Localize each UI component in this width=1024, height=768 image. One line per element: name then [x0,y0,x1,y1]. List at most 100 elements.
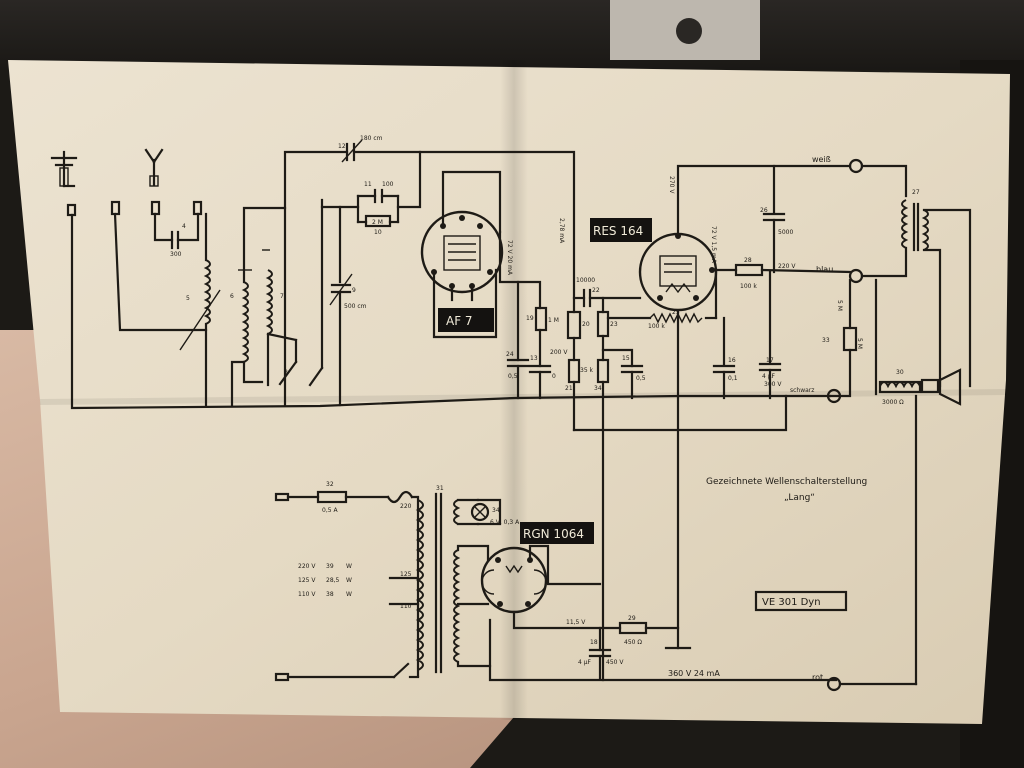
res164-tube-label: RES 164 [593,224,643,238]
wire-label-weiss: weiß [812,155,831,164]
label-lamp-value: 6 V, 0,3 A [490,519,520,526]
output-section [758,164,972,692]
label-c26-value: 5000 [778,229,793,236]
label-c9: 9 [352,287,356,294]
model-label: VE 301 Dyn [762,597,821,608]
label-l5: 5 [186,295,190,302]
antenna-coil-circuit [113,212,221,407]
label-r28: 28 [744,257,752,264]
label-c26: 26 [760,207,768,214]
label-r33-value: 5 M [856,338,863,349]
label-r29-value: 450 Ω [624,639,642,646]
antenna-ground-section [50,148,203,217]
switch-position-value: „Lang“ [784,493,815,503]
label-c22: 22 [592,287,600,294]
power-row-2-val: 28,5 [326,577,340,584]
label-tap-110: 110 [400,603,412,610]
label-c16: 16 [728,357,736,364]
wire-label-rot: rot [812,673,823,682]
label-r10-value: 2 M [372,219,383,226]
label-c9-value: 500 cm [344,303,367,310]
power-supply [274,490,502,682]
label-transformer-31: 31 [436,485,444,492]
wire-label-schwarz: schwarz [790,387,814,394]
label-v220: 220 V [778,263,796,270]
rgn1064-tube-label: RGN 1064 [523,527,584,541]
label-fuse-value: 0,5 A [322,507,338,514]
oscillator-coils [230,198,324,407]
label-r33: 33 [822,337,830,344]
label-c4-value: 300 [170,251,182,258]
label-s8: 8 [284,369,288,376]
power-row-1-val: 39 [326,563,334,570]
power-row-3-unit: W [346,591,352,598]
label-v72b: 72 V 20 mA [506,240,513,276]
res164-label-box [590,218,652,242]
grid-circuit [283,139,576,407]
rgn1064-label-box [520,522,594,544]
rgn1064-tube [480,544,622,630]
label-fuse-32: 32 [326,481,334,488]
power-row-2-volt: 125 V [298,577,316,584]
label-c22-value: 10000 [576,277,595,284]
wire-label-blau: blau [816,265,833,274]
label-speaker-30: 30 [896,369,904,376]
label-v270: 270 V [668,176,675,194]
label-c15: 15 [622,355,630,362]
label-supply: 360 V 24 mA [668,669,720,678]
label-speaker-impedance: 3000 Ω [882,399,904,406]
label-v115: 11,5 V [566,619,586,626]
label-t27: 27 [912,189,920,196]
switch-position-note: Gezeichnete Wellenschalterstellung [706,477,867,487]
label-r10: 10 [374,229,382,236]
model-box [754,590,848,612]
label-v72: 72 V 1,5 mA [710,226,717,264]
label-tap-220: 220 [400,503,412,510]
label-l6: 6 [230,293,234,300]
label-c4: 4 [182,223,186,230]
res164-tube [638,158,864,400]
label-c16-value: 0,1 [728,375,738,382]
af7-label-box [438,308,494,332]
label-ma278: 2,78 mA [558,218,565,244]
label-c17: 17 [766,357,774,364]
label-c11: 11 [364,181,372,188]
background-object-hole [676,18,702,44]
label-c17-value: 4 µF [762,373,776,380]
label-r25-value: 100 k [648,323,665,330]
label-c18-voltage: 450 V [606,659,624,666]
filter-section [488,621,838,682]
label-r34: 34 [594,385,602,392]
label-c13: 13 [530,355,538,362]
power-row-1-volt: 220 V [298,563,316,570]
label-c15-value: 0,5 [636,375,646,382]
label-c13-value: 0 [552,373,556,380]
label-c17-voltage: 300 V [764,381,782,388]
label-r21: 21 [565,385,573,392]
background-top [0,0,1024,70]
label-l7: 7 [280,293,284,300]
label-lamp-34: 34 [492,507,500,514]
af7-tube [420,170,504,339]
power-row-1-unit: W [346,563,352,570]
label-c18: 18 [590,639,598,646]
power-row-2-unit: W [346,577,352,584]
label-c12: 12 [338,143,346,150]
label-r20-value: 200 V [550,349,568,356]
label-c12-value: 180 cm [360,135,383,142]
label-c18-value: 4 µF [578,659,592,666]
label-r23: 23 [610,321,618,328]
power-row-3-volt: 110 V [298,591,316,598]
af7-tube-label: AF 7 [446,314,473,328]
label-r19: 19 [526,315,534,322]
label-r29: 29 [628,615,636,622]
power-row-3-val: 38 [326,591,334,598]
coupling-network [498,230,788,682]
label-c24-value: 0,5 [508,373,518,380]
label-c11-value: 100 [382,181,394,188]
ground-rail [70,213,832,410]
label-r25: 25 [672,309,680,316]
label-r28-value: 100 k [740,283,757,290]
